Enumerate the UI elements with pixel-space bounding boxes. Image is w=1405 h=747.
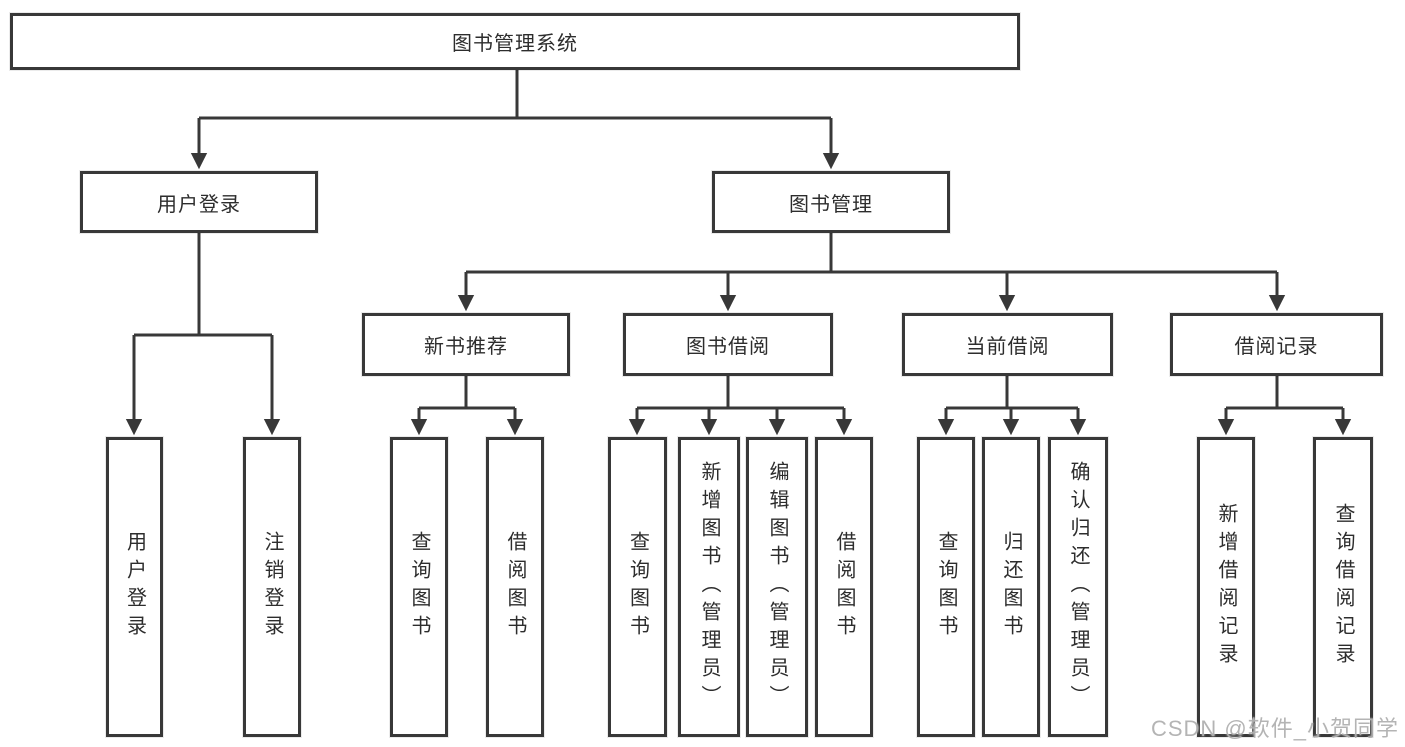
node-new-book-recommend: 新书推荐 <box>362 313 570 376</box>
leaf-bb-add-books-admin: 新增图书（管理员） <box>678 437 740 737</box>
leaf-cb-return-books: 归还图书 <box>982 437 1040 737</box>
leaf-nb-query-books: 查询图书 <box>390 437 448 737</box>
leaf-br-query-record: 查询借阅记录 <box>1313 437 1373 737</box>
connector-new-book-trunk <box>419 376 515 410</box>
connector-borrow-records-trunk <box>1226 376 1343 410</box>
connector-user-login-trunk <box>134 233 272 337</box>
node-user-login: 用户登录 <box>80 171 318 233</box>
leaf-bb-edit-books-admin: 编辑图书（管理员） <box>746 437 808 737</box>
leaf-logout: 注销登录 <box>243 437 301 737</box>
leaf-bb-borrow-books: 借阅图书 <box>815 437 873 737</box>
node-borrow-records: 借阅记录 <box>1170 313 1383 376</box>
node-book-management: 图书管理 <box>712 171 950 233</box>
connector-book-management-trunk <box>466 233 1277 274</box>
leaf-cb-query-books: 查询图书 <box>917 437 975 737</box>
leaf-user-login: 用户登录 <box>106 437 163 737</box>
connector-root-trunk <box>199 70 831 120</box>
leaf-nb-borrow-books: 借阅图书 <box>486 437 544 737</box>
csdn-watermark: CSDN @软件_小贺同学 <box>1150 716 1399 741</box>
node-root-system: 图书管理系统 <box>10 13 1020 70</box>
leaf-bb-query-books: 查询图书 <box>608 437 667 737</box>
connector-book-borrow-trunk <box>637 376 844 410</box>
node-book-borrow: 图书借阅 <box>623 313 833 376</box>
leaf-cb-confirm-return-admin: 确认归还（管理员） <box>1048 437 1108 737</box>
node-current-borrow: 当前借阅 <box>902 313 1113 376</box>
leaf-br-add-record: 新增借阅记录 <box>1197 437 1255 737</box>
connector-current-borrow-trunk <box>946 376 1078 410</box>
